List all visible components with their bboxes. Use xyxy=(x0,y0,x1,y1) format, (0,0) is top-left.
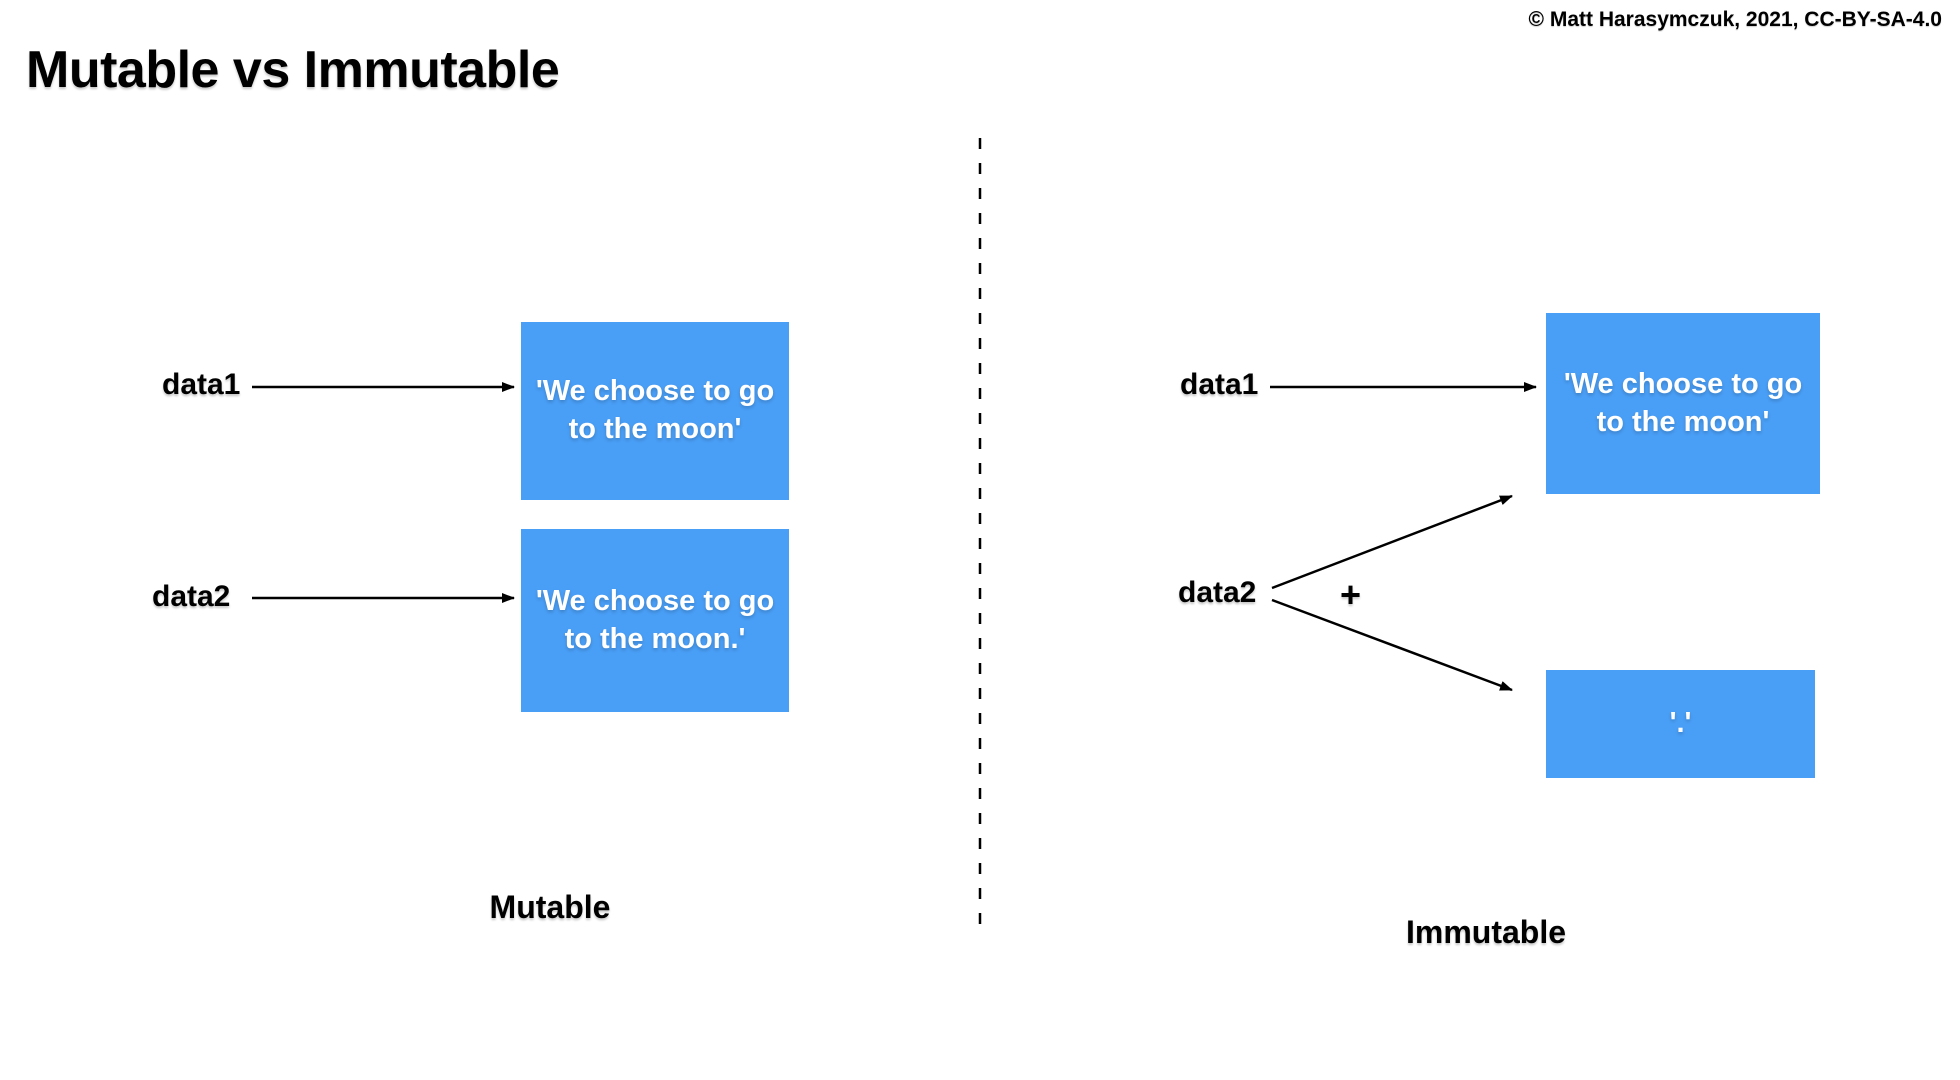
left-box1-line2: to the moon' xyxy=(568,413,742,445)
right-data2-upper-arrow xyxy=(1271,494,1513,590)
right-data1-label: data1 xyxy=(1180,368,1259,401)
right-box1-line1: 'We choose to go xyxy=(1563,367,1803,400)
right-data2-value-box: '.' xyxy=(1546,670,1815,778)
concatenation-plus-label: + xyxy=(1340,574,1362,615)
mutable-caption: Mutable xyxy=(489,889,611,925)
right-box2-text: '.' xyxy=(1669,707,1692,740)
page-title: Mutable vs Immutable xyxy=(26,41,560,99)
right-data2-lower-arrow xyxy=(1271,598,1513,692)
left-box2-line2: to the moon.' xyxy=(564,622,746,655)
right-data1-value-box: 'We choose to go to the moon' xyxy=(1546,313,1820,494)
left-data1-value-box: 'We choose to go to the moon' xyxy=(521,322,789,500)
left-data2-label: data2 xyxy=(152,580,231,613)
left-box2-line1: 'We choose to go xyxy=(535,584,775,617)
right-box1-line2: to the moon' xyxy=(1596,405,1770,438)
left-box1-line1: 'We choose to go xyxy=(535,375,775,408)
copyright-notice: © Matt Harasymczuk, 2021, CC-BY-SA-4.0 xyxy=(1528,8,1942,31)
immutable-caption: Immutable xyxy=(1405,914,1567,950)
right-data2-label: data2 xyxy=(1178,576,1257,609)
left-data1-label: data1 xyxy=(162,368,241,401)
left-data2-value-box: 'We choose to go to the moon.' xyxy=(521,529,789,712)
